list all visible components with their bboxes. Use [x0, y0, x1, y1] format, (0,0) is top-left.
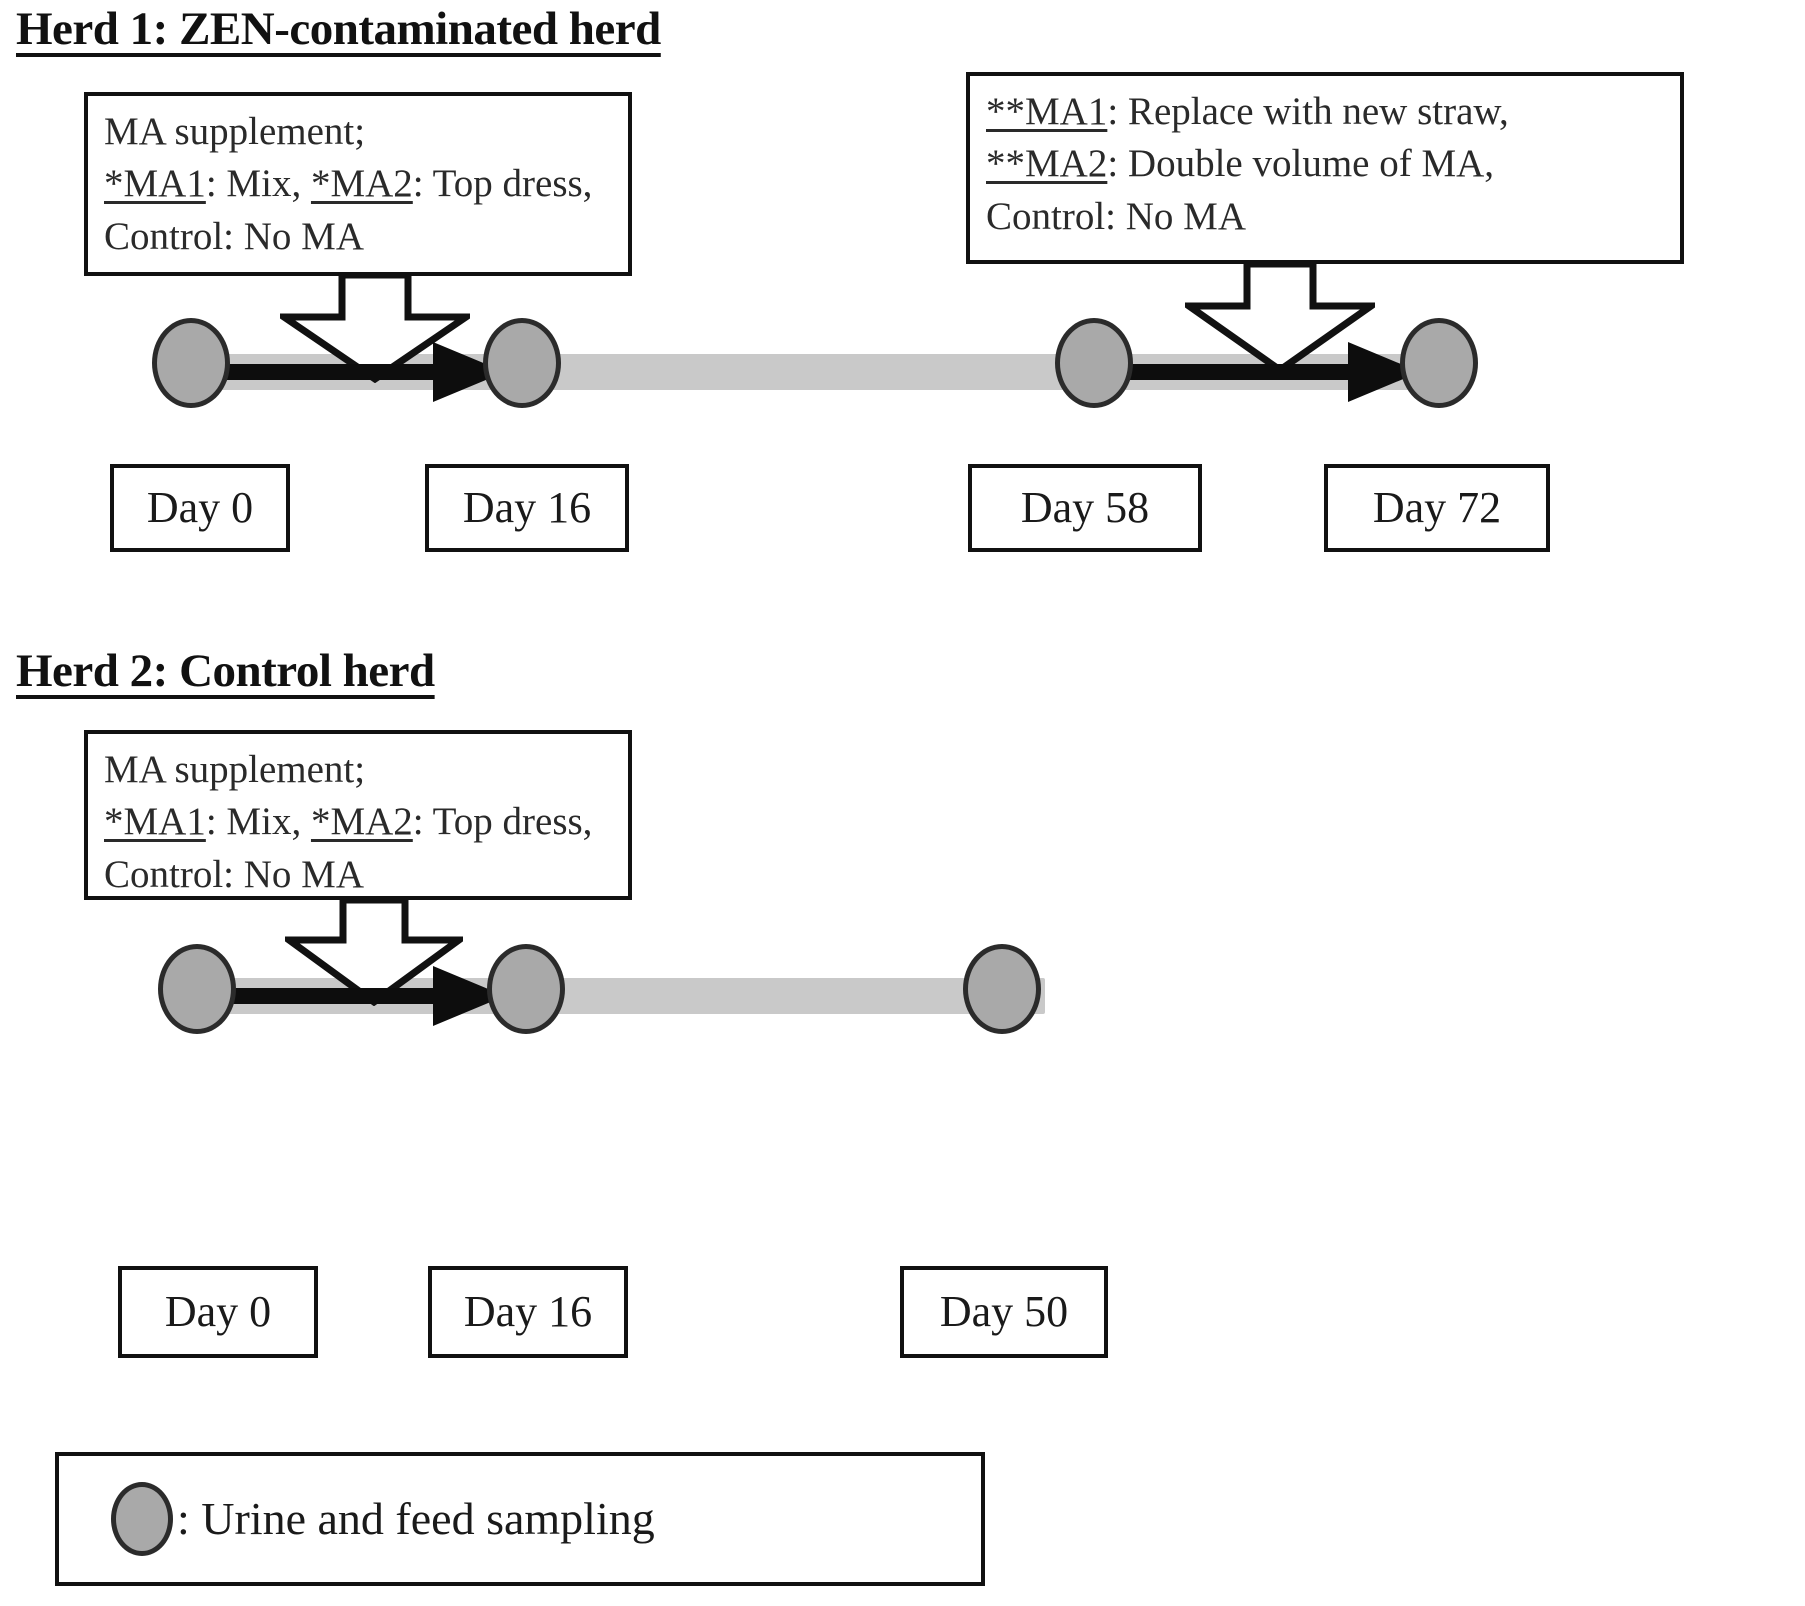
herd1-right-info-line-3: Control: No MA [986, 194, 1247, 238]
herd2-title: Herd 2: Control herd [16, 645, 435, 697]
herd1-arrow-day58-to-day72 [1122, 342, 1420, 402]
herd1-left-info-line-3: Control: No MA [104, 214, 365, 258]
herd2-day-label-0: Day 0 [118, 1266, 318, 1358]
herd1-day-label-58: Day 58 [968, 464, 1202, 552]
herd1-right-info-box: **MA1: Replace with new straw, **MA2: Do… [966, 72, 1684, 264]
herd1-node-day0[interactable] [152, 318, 230, 408]
herd1-left-info-line-1: MA supplement; [104, 110, 366, 153]
herd2-left-info-line-3: Control: No MA [104, 852, 365, 896]
ma1-desc: : Mix, [205, 800, 311, 844]
herd2-arrow-day0-to-day16 [205, 966, 505, 1026]
ma1-token: **MA1 [986, 90, 1108, 133]
herd2-supplement-down-arrow [285, 898, 463, 1006]
herd2-day-label-50: Day 50 [900, 1266, 1108, 1358]
ma2-token: *MA2 [310, 800, 413, 844]
herd2-left-info-line-1: MA supplement; [104, 748, 366, 791]
herd1-arrow-day0-to-day16 [205, 342, 505, 402]
sampling-circle-icon [111, 1482, 173, 1556]
ma2-token: **MA2 [986, 142, 1108, 186]
herd1-supplement-down-arrow [280, 273, 470, 383]
ma2-desc: : Top dress, [412, 800, 593, 844]
herd1-right-info-line-1: **MA1: Replace with new straw, [986, 86, 1666, 138]
ma2-token: *MA2 [310, 162, 413, 206]
herd1-day-label-0: Day 0 [110, 464, 290, 552]
herd2-day-label-16: Day 16 [428, 1266, 628, 1358]
herd1-day-label-16: Day 16 [425, 464, 629, 552]
ma1-desc: : Mix, [205, 162, 311, 206]
ma1-token: *MA1 [104, 800, 206, 844]
herd1-left-info-box: MA supplement; *MA1: Mix, *MA2: Top dres… [84, 92, 632, 276]
legend-label: : Urine and feed sampling [177, 1493, 655, 1544]
herd2-node-day50[interactable] [963, 944, 1041, 1034]
herd1-day-label-72: Day 72 [1324, 464, 1550, 552]
herd2-left-info-line-2: *MA1: Mix, *MA2: Top dress, [104, 796, 614, 848]
herd1-node-day58[interactable] [1055, 318, 1133, 408]
herd1-title: Herd 1: ZEN-contaminated herd [16, 3, 661, 55]
herd2-node-day16[interactable] [487, 944, 565, 1034]
herd1-right-info-line-2: **MA2: Double volume of MA, [986, 138, 1666, 190]
ma1-desc: : Replace with new straw, [1107, 90, 1509, 133]
legend-box: : Urine and feed sampling [55, 1452, 985, 1586]
herd1-node-day16[interactable] [483, 318, 561, 408]
herd2-left-info-box: MA supplement; *MA1: Mix, *MA2: Top dres… [84, 730, 632, 900]
herd1-node-day72[interactable] [1400, 318, 1478, 408]
herd2-node-day0[interactable] [158, 944, 236, 1034]
herd1-treatment-down-arrow [1185, 262, 1375, 374]
ma2-desc: : Top dress, [412, 162, 593, 206]
ma1-token: *MA1 [104, 162, 206, 206]
ma2-desc: : Double volume of MA, [1107, 142, 1495, 186]
herd1-left-info-line-2: *MA1: Mix, *MA2: Top dress, [104, 158, 614, 210]
